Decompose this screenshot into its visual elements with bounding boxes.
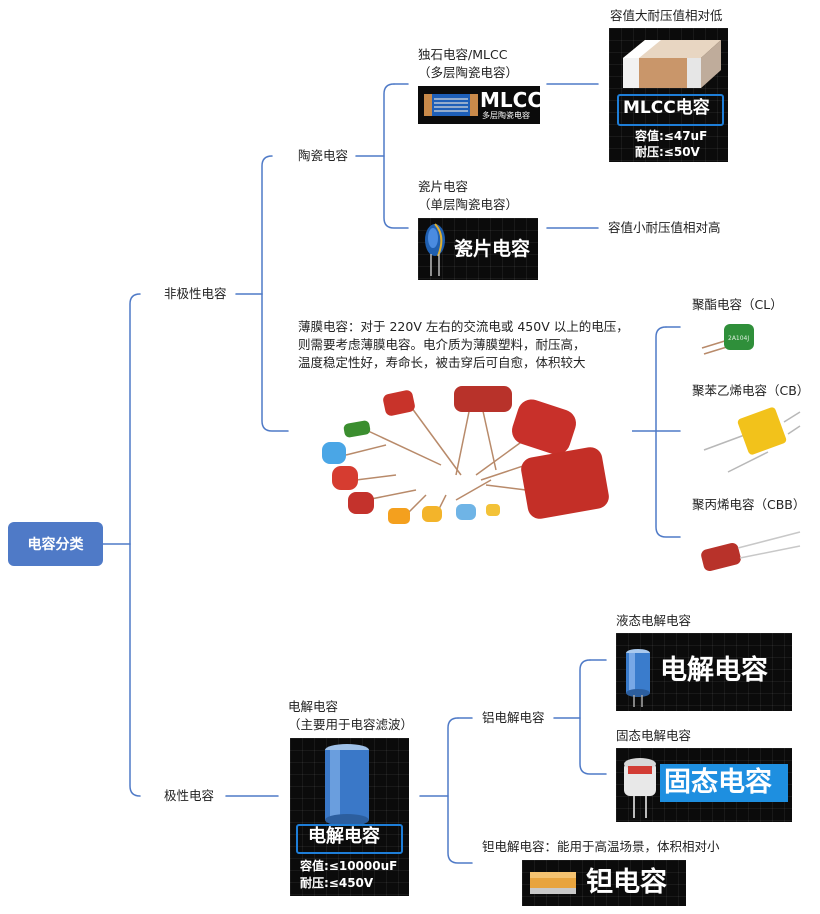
electrolytic-card-frame bbox=[296, 824, 403, 854]
node-tantalum[interactable]: 钽电解电容：能用于高温场景，体积相对小 bbox=[482, 839, 720, 854]
solid-banner-highlight bbox=[660, 764, 788, 802]
chip-title-line1: 瓷片电容 bbox=[418, 179, 469, 194]
liquid-banner[interactable]: 电解电容 bbox=[616, 633, 792, 711]
film-desc-line2: 则需要考虑薄膜电容。电介质为薄膜塑料，耐压高， bbox=[298, 337, 586, 352]
tantalum-banner[interactable]: 钽电容 bbox=[522, 860, 686, 906]
node-aluminum[interactable]: 铝电解电容 bbox=[482, 710, 545, 725]
mlcc-chip-icon bbox=[424, 94, 478, 116]
electrolytic-card-title: 电解电容 bbox=[308, 826, 380, 847]
tantalum-capacitor-icon bbox=[530, 872, 576, 894]
tantalum-banner-text: 钽电容 bbox=[586, 867, 667, 898]
film-type-cb-photo bbox=[698, 404, 802, 476]
liquid-banner-text: 电解电容 bbox=[660, 655, 768, 686]
node-nonpolar[interactable]: 非极性电容 bbox=[164, 286, 227, 301]
mlcc-banner-text: MLCC bbox=[480, 88, 540, 112]
node-polar[interactable]: 极性电容 bbox=[164, 788, 215, 803]
mlcc-spec-capacitance: 容值:≤47uF bbox=[635, 129, 708, 143]
chip-title-line2: （单层陶瓷电容） bbox=[418, 197, 519, 212]
film-capacitors-photo bbox=[296, 380, 632, 536]
electrolytic-spec-voltage: 耐压:≤450V bbox=[300, 876, 374, 890]
root-node[interactable]: 电容分类 bbox=[8, 522, 103, 566]
chip-note: 容值小耐压值相对高 bbox=[608, 220, 721, 235]
electrolytic-spec-capacitance: 容值:≤10000uF bbox=[300, 859, 398, 873]
mlcc-banner[interactable]: MLCC 多层陶瓷电容 bbox=[418, 86, 540, 124]
film-type-cbb-photo bbox=[698, 518, 802, 584]
mlcc-card-title: MLCC电容 bbox=[623, 98, 710, 118]
electrolytic-component-photo bbox=[325, 744, 369, 826]
disc-capacitor-icon bbox=[425, 223, 445, 276]
liquid-label: 液态电解电容 bbox=[616, 613, 692, 628]
mlcc-banner-sub: 多层陶瓷电容 bbox=[482, 111, 530, 120]
root-label: 电容分类 bbox=[27, 537, 84, 553]
electrolytic-title-line1: 电解电容 bbox=[288, 699, 339, 714]
solid-banner[interactable]: 固态电容 bbox=[616, 748, 792, 822]
electrolytic-title-line2: （主要用于电容滤波） bbox=[288, 717, 414, 732]
film-desc-line1: 薄膜电容：对于 220V 左右的交流电或 450V 以上的电压， bbox=[298, 319, 629, 334]
solid-banner-text: 固态电容 bbox=[664, 767, 772, 798]
mlcc-card-frame bbox=[617, 94, 724, 126]
film-type-cl-label: 聚酯电容（CL） bbox=[692, 297, 783, 312]
solid-label: 固态电解电容 bbox=[616, 728, 692, 743]
solid-capacitor-icon bbox=[624, 758, 656, 818]
film-type-cl-photo: 2A104J bbox=[698, 318, 758, 358]
node-ceramic[interactable]: 陶瓷电容 bbox=[298, 148, 349, 163]
mlcc-card[interactable]: MLCC电容 容值:≤47uF 耐压:≤50V bbox=[609, 28, 728, 162]
mlcc-note: 容值大耐压值相对低 bbox=[610, 8, 723, 23]
chip-banner-text: 瓷片电容 bbox=[454, 238, 531, 260]
liquid-capacitor-icon bbox=[626, 649, 650, 707]
mlcc-title-line2: （多层陶瓷电容） bbox=[418, 65, 519, 80]
mlcc-spec-voltage: 耐压:≤50V bbox=[635, 145, 700, 159]
mlcc-component-photo bbox=[623, 40, 721, 88]
film-type-cb-label: 聚苯乙烯电容（CB） bbox=[692, 383, 810, 398]
film-desc-line3: 温度稳定性好，寿命长，被击穿后可自愈，体积较大 bbox=[298, 355, 586, 370]
film-type-cl-print: 2A104J bbox=[728, 335, 749, 342]
electrolytic-card[interactable]: 电解电容 容值:≤10000uF 耐压:≤450V bbox=[290, 738, 409, 896]
chip-banner[interactable]: 瓷片电容 bbox=[418, 218, 538, 280]
film-type-cbb-label: 聚丙烯电容（CBB） bbox=[692, 497, 806, 512]
mlcc-title-line1: 独石电容/MLCC bbox=[418, 47, 508, 62]
